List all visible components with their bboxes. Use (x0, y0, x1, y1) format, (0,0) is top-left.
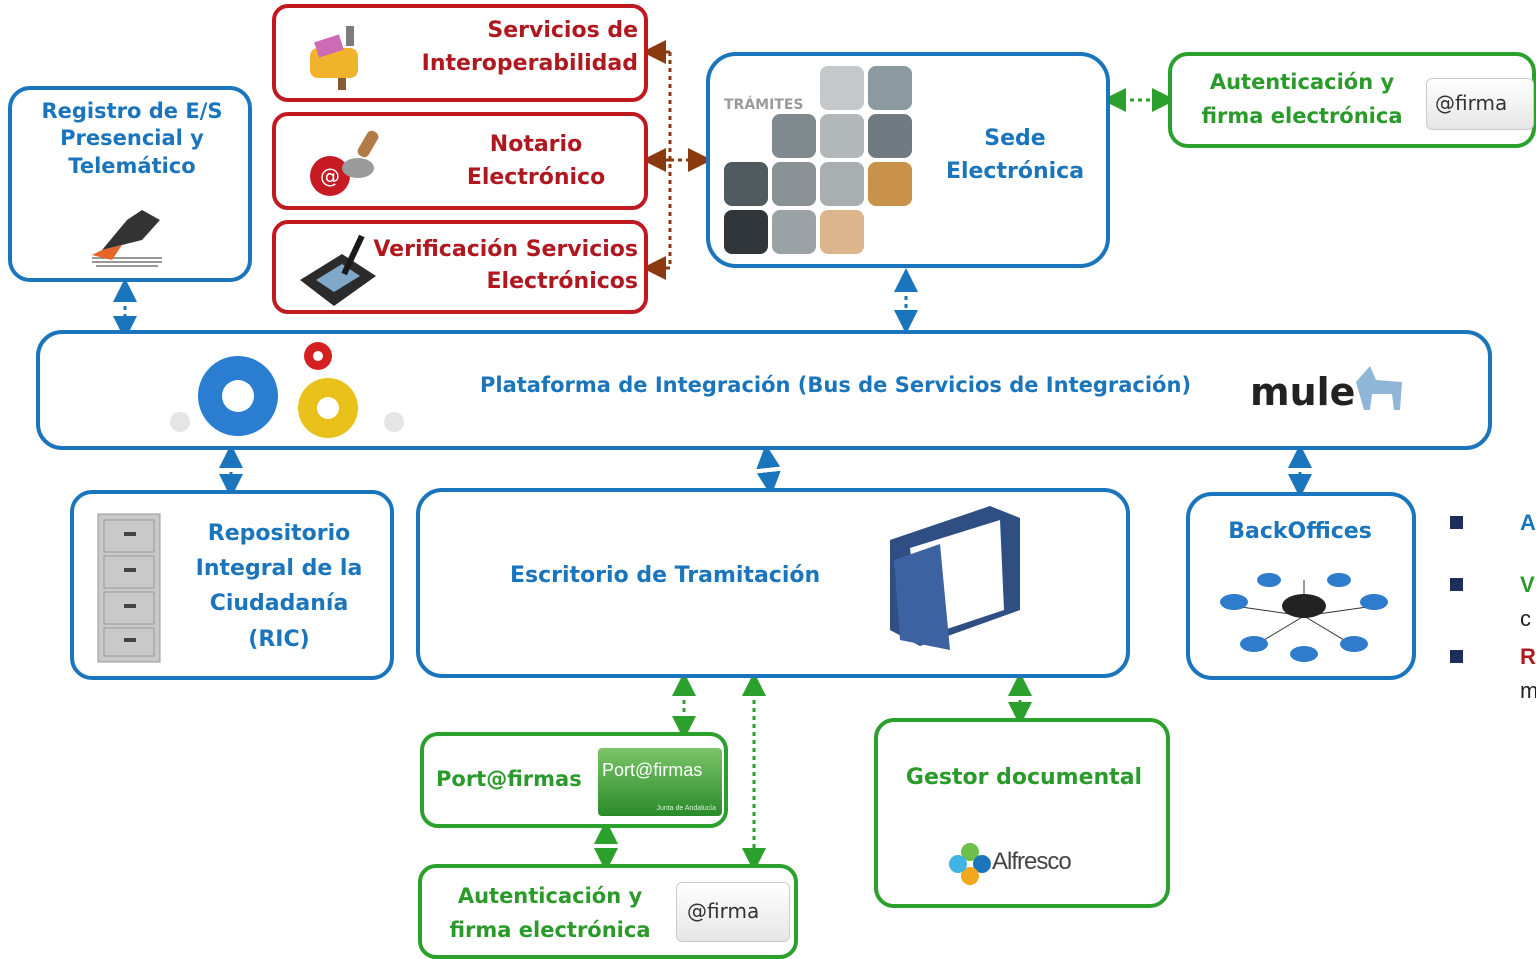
repositorio-box: Repositorio Integral de la Ciudadanía (R… (70, 490, 394, 680)
legend-item-0: A (1450, 510, 1536, 572)
afirma-logo-bottom-text: @firma (687, 899, 760, 923)
escritorio-box: Escritorio de Tramitación (416, 488, 1130, 678)
registro-label: Registro de E/S Presencial y Telemático (41, 99, 223, 178)
notario-box: @ Notario Electrónico (272, 112, 648, 210)
legend-item-2-subtext: m (1520, 678, 1536, 703)
svg-text:@: @ (320, 164, 340, 188)
signature-pad-icon (300, 234, 376, 306)
legend-bullet-icon (1450, 516, 1463, 529)
tramites-mosaic-icon (724, 66, 912, 254)
mule-donkey-icon (1356, 366, 1402, 410)
sede-box: TRÁMITES Sede Electrónica (706, 52, 1110, 268)
interop-label: Servicios de Interoperabilidad (421, 18, 638, 76)
portafirmas-logo-subtext: Junta de Andalucía (656, 805, 716, 812)
portafirmas-logo-text: Port@firmas (602, 760, 703, 780)
afirma-logo-bottom-icon: @firma (676, 882, 790, 942)
legend-list: A V c R m (1450, 510, 1536, 706)
auth-bottom-label: Autenticación y firma electrónica (449, 884, 651, 942)
connector-plataforma-escritorio (756, 444, 781, 496)
notario-label: Notario Electrónico (466, 132, 606, 190)
barcode-scanner-icon (92, 210, 162, 267)
gestor-box: Gestor documental Alfresco (874, 718, 1170, 908)
legend-item-2-text: R (1520, 644, 1536, 669)
legend-bullet-icon (1450, 650, 1463, 663)
mailbox-icon (310, 26, 358, 90)
interop-box: Servicios de Interoperabilidad (272, 4, 648, 102)
verificacion-label: Verificación Servicios Electrónicos (373, 237, 638, 294)
auth-bottom-box: Autenticación y firma electrónica @firma (418, 864, 798, 959)
verificacion-box: Verificación Servicios Electrónicos (272, 220, 648, 314)
folder-icon (890, 506, 1020, 650)
gestor-label: Gestor documental (905, 765, 1143, 790)
legend-item-0-text: A (1520, 510, 1536, 535)
alfresco-flower-icon (949, 843, 991, 885)
filing-cabinet-icon (97, 513, 161, 663)
auth-top-label: Autenticación y firma electrónica (1201, 70, 1403, 128)
afirma-logo-icon: @firma (1426, 78, 1534, 130)
legend-item-1-text: V (1520, 572, 1535, 597)
portafirmas-label: Port@firmas (436, 767, 582, 791)
plataforma-label: Plataforma de Integración (Bus de Servic… (480, 373, 1192, 397)
alfresco-logo-text: Alfresco (992, 848, 1072, 875)
registro-box: Registro de E/S Presencial y Telemático (8, 86, 252, 282)
gears-icon (170, 342, 404, 438)
escritorio-label: Escritorio de Tramitación (510, 563, 821, 588)
legend-item-1: V c (1450, 572, 1536, 644)
wax-seal-icon: @ (310, 130, 379, 196)
portafirmas-box: Port@firmas Port@firmas Junta de Andaluc… (420, 732, 728, 828)
legend-bullet-icon (1450, 578, 1463, 591)
connector-sede-servicios (642, 40, 712, 280)
database-network-icon (1220, 573, 1388, 662)
backoffices-box: BackOffices (1186, 492, 1416, 680)
afirma-logo-text: @firma (1435, 91, 1508, 115)
sede-label: Sede Electrónica (945, 126, 1085, 184)
legend-item-2: R m (1450, 644, 1536, 706)
legend-item-1-subtext: c (1520, 606, 1531, 631)
portafirmas-logo-icon: Port@firmas Junta de Andalucía (598, 748, 722, 816)
repositorio-label: Repositorio Integral de la Ciudadanía (R… (195, 521, 363, 652)
plataforma-box: Plataforma de Integración (Bus de Servic… (36, 330, 1492, 450)
tramites-text: TRÁMITES (724, 97, 804, 113)
mule-logo-text: mule (1250, 370, 1356, 414)
auth-top-box: Autenticación y firma electrónica @firma (1168, 52, 1536, 148)
backoffices-label: BackOffices (1228, 519, 1372, 544)
